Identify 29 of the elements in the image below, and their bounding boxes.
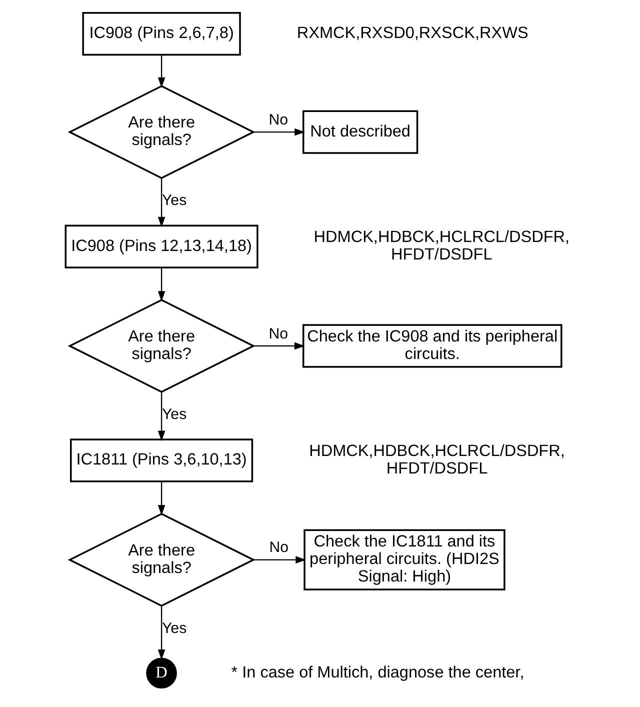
edge-label: Yes	[162, 406, 186, 424]
node-box: Check the IC908 and its peripheral circuits.	[302, 324, 562, 368]
edge-label: Yes	[162, 192, 186, 210]
node-circle: D	[146, 658, 176, 689]
arrow	[157, 482, 165, 516]
node-box: IC1811 (Pins 3,6,10,13)	[70, 438, 253, 482]
node-box: IC908 (Pins 12,13,14,18)	[64, 224, 258, 268]
arrow	[157, 54, 165, 88]
node-diamond: Are there signals?	[67, 299, 255, 393]
edge-label: No	[268, 111, 288, 128]
arrow	[252, 556, 306, 564]
edge-label: No	[268, 539, 288, 556]
node-diamond: Are there signals?	[67, 85, 255, 179]
arrow	[157, 178, 165, 228]
arrow	[157, 606, 165, 660]
node-box: Check the IC1811 and its peripheral circuits. (HDI2S Signal: High)	[303, 529, 505, 590]
node-box: IC908 (Pins 2,6,7,8)	[82, 12, 240, 56]
arrow	[253, 128, 305, 136]
node-label: RXMCK,RXSD0,RXSCK,RXWS	[296, 24, 528, 42]
arrow	[157, 268, 165, 302]
arrow	[157, 392, 165, 442]
edge-label: No	[268, 325, 288, 342]
arrow	[253, 342, 304, 350]
label: * In case of Multich, diagnose the center,	[230, 663, 524, 682]
node-label: HDMCK,HDBCK,HCLRCL/DSDFR, HFDT/DSDFL	[308, 442, 564, 478]
edge-label: Yes	[162, 620, 186, 637]
node-label: HDMCK,HDBCK,HCLRCL/DSDFR, HFDT/DSDFL	[313, 228, 570, 264]
node-diamond: Are there signals?	[67, 512, 255, 607]
node-box: Not described	[302, 110, 418, 154]
